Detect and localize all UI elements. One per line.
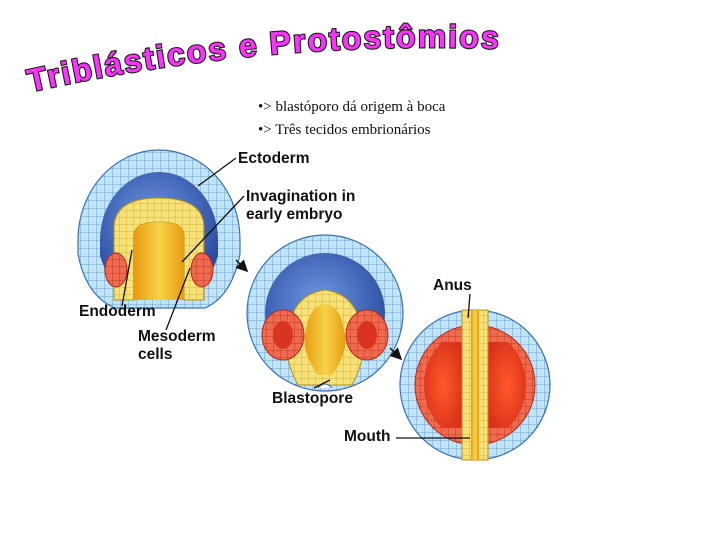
label-mesoderm-line2: cells (138, 346, 173, 363)
embryo-blastopore-stage (246, 234, 404, 392)
mesoderm-cells-left (104, 252, 128, 288)
bullet-list: •> blastóporo dá origem à boca •> Três t… (258, 96, 445, 142)
stage-arrow-1 (235, 259, 249, 273)
coelom-left (424, 342, 462, 428)
blastopore-opening (317, 383, 333, 389)
embryo-early-gastrula (77, 149, 241, 309)
label-anus: Anus (433, 277, 472, 294)
label-ectoderm: Ectoderm (238, 150, 310, 167)
label-endoderm: Endoderm (79, 303, 156, 320)
archenteron (304, 304, 346, 375)
leader-lines (121, 157, 471, 439)
label-mesoderm-line1: Mesoderm (138, 328, 216, 345)
label-mouth: Mouth (344, 428, 391, 445)
mesoderm-cells-right (190, 252, 214, 288)
archenteron (134, 222, 184, 300)
gut-lumen (471, 310, 479, 460)
label-blastopore: Blastopore (272, 390, 353, 407)
coelom-right (488, 342, 526, 428)
slide-title-art: Triblásticos e Protostômios (23, 17, 501, 100)
stage-arrow-2 (389, 347, 403, 361)
bullet-item: •> blastóporo dá origem à boca (258, 99, 446, 115)
bullet-item: •> Três tecidos embrionários (258, 122, 431, 138)
embryo-coelom-stage (399, 309, 551, 461)
label-invagination-line2: early embryo (246, 206, 343, 223)
label-invagination-line1: Invagination in (246, 188, 356, 205)
